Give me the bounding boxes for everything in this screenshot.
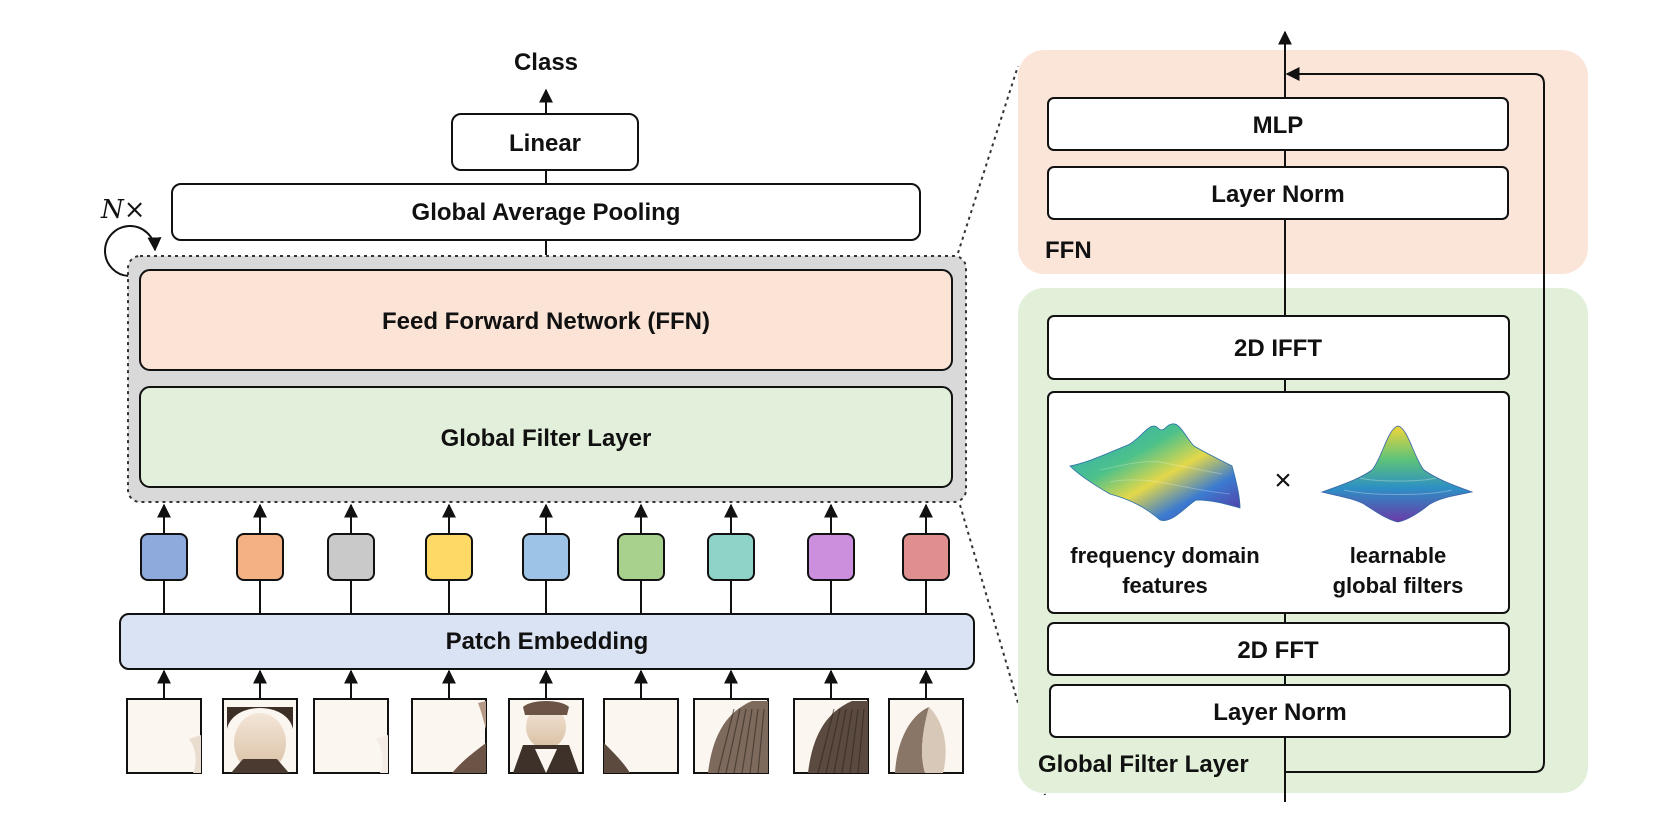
ffn-box (139, 269, 953, 371)
image-patch (693, 698, 769, 774)
learnable-filters-label-line1: learnable (1350, 543, 1447, 568)
global-filter-layer-label: Global Filter Layer (441, 425, 652, 452)
image-patch (126, 698, 202, 774)
image-patch (603, 698, 679, 774)
patch-embedding-box (119, 613, 975, 670)
right-detail: FFN Global Filter Layer MLP Layer Norm 2… (1018, 30, 1588, 802)
zoom-line-top (957, 65, 1019, 254)
residual-connection (1285, 67, 1545, 773)
token (140, 533, 188, 581)
layer-norm-top-label: Layer Norm (1211, 181, 1344, 208)
token (327, 533, 375, 581)
ffn-panel (1018, 50, 1588, 274)
image-patch (411, 698, 487, 774)
class-label: Class (514, 49, 578, 76)
multiply-symbol: × (1274, 464, 1292, 497)
global-average-pooling-label: Global Average Pooling (412, 199, 681, 226)
zoom-line-bottom (959, 504, 1046, 796)
repeat-loop-arrow (104, 225, 162, 277)
token (522, 533, 570, 581)
ifft-box (1047, 315, 1510, 380)
image-patch (313, 698, 389, 774)
image-patch (888, 698, 964, 774)
token-row (140, 503, 950, 614)
token (807, 533, 855, 581)
learnable-filters-surface (1320, 425, 1474, 523)
image-patch (508, 698, 584, 774)
learnable-filters-label-line2: global filters (1333, 573, 1464, 598)
token (425, 533, 473, 581)
image-patch-row (126, 669, 964, 774)
image-patch (222, 698, 298, 774)
global-filter-layer-box (139, 386, 953, 488)
fft-box (1047, 622, 1510, 676)
token (617, 533, 665, 581)
repeat-label: N× (100, 195, 146, 225)
mlp-label: MLP (1253, 112, 1304, 139)
ifft-label: 2D IFFT (1234, 335, 1322, 362)
layer-norm-bottom-label: Layer Norm (1213, 699, 1346, 726)
ffn-section-label: FFN (1045, 237, 1092, 264)
linear-label: Linear (509, 130, 581, 157)
ffn-label: Feed Forward Network (FFN) (382, 308, 710, 335)
frequency-features-label-line2: features (1122, 573, 1208, 598)
mlp-box (1047, 97, 1509, 151)
image-patch (793, 698, 869, 774)
patch-embedding-label: Patch Embedding (446, 628, 649, 655)
frequency-features-label-line1: frequency domain (1070, 543, 1259, 568)
gfl-section-label: Global Filter Layer (1038, 751, 1249, 778)
token (902, 533, 950, 581)
layer-norm-bottom-box (1049, 684, 1511, 738)
frequency-features-surface (1069, 423, 1241, 521)
left-architecture: Class Linear Global Average Pooling N× F… (100, 49, 975, 774)
token (236, 533, 284, 581)
layer-norm-top-box (1047, 166, 1509, 220)
fft-label: 2D FFT (1237, 637, 1319, 664)
token (707, 533, 755, 581)
